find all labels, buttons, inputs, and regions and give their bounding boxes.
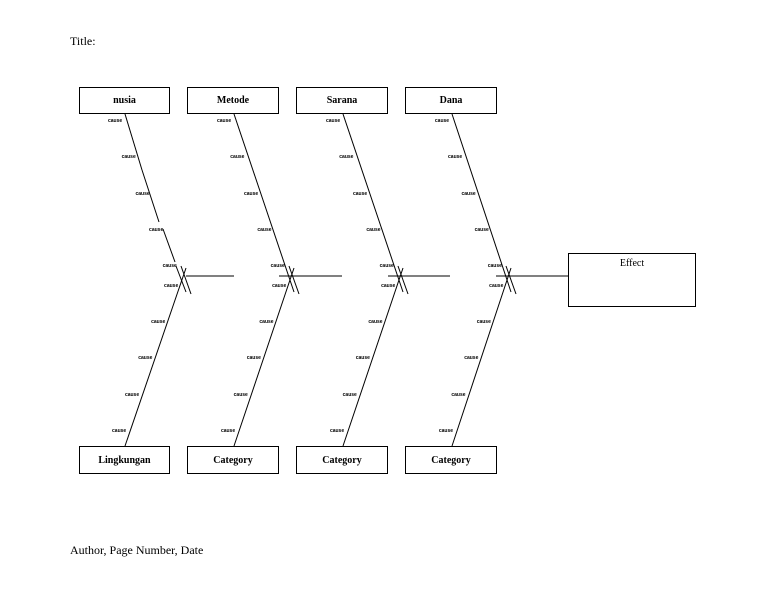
cause-label: cause bbox=[353, 191, 367, 197]
cause-label: cause bbox=[136, 191, 150, 197]
cause-label: cause bbox=[435, 118, 449, 124]
category-box-top-4: Dana bbox=[405, 87, 497, 114]
category-box-bottom-3: Category bbox=[296, 446, 388, 474]
cause-label: cause bbox=[217, 118, 231, 124]
category-box-top-1: nusia bbox=[79, 87, 170, 114]
category-label: Dana bbox=[439, 95, 463, 106]
cause-bone-top bbox=[451, 113, 512, 293]
category-label: Category bbox=[213, 454, 253, 466]
cause-label: cause bbox=[330, 428, 344, 434]
category-box-bottom-4: Category bbox=[405, 446, 497, 474]
cause-label: cause bbox=[272, 283, 286, 289]
cause-bone-top bbox=[124, 113, 143, 171]
cause-label: cause bbox=[381, 283, 395, 289]
cause-label: cause bbox=[151, 319, 165, 325]
cause-bone-top bbox=[141, 169, 160, 223]
cause-label: cause bbox=[244, 191, 258, 197]
cause-label: cause bbox=[439, 428, 453, 434]
cause-label: cause bbox=[356, 355, 370, 361]
cause-label: cause bbox=[230, 154, 244, 160]
cause-label: cause bbox=[234, 392, 248, 398]
cause-bone-top bbox=[342, 113, 404, 293]
cause-label: cause bbox=[138, 355, 152, 361]
cause-label: cause bbox=[257, 227, 271, 233]
cause-label: cause bbox=[368, 319, 382, 325]
cause-bone-top bbox=[233, 113, 295, 293]
effect-label: Effect bbox=[619, 258, 645, 269]
category-label: Lingkungan bbox=[98, 454, 151, 466]
cause-bone-bottom bbox=[451, 267, 512, 447]
cause-label: cause bbox=[475, 227, 489, 233]
cause-label: cause bbox=[221, 428, 235, 434]
category-box-bottom-2: Category bbox=[187, 446, 279, 474]
cause-label: cause bbox=[259, 319, 273, 325]
category-box-top-2: Metode bbox=[187, 87, 279, 114]
category-label: Category bbox=[322, 454, 362, 466]
cause-label: cause bbox=[122, 154, 136, 160]
cause-bone-bottom bbox=[233, 267, 295, 447]
cause-label: cause bbox=[366, 227, 380, 233]
cause-label: cause bbox=[462, 191, 476, 197]
cause-label: cause bbox=[108, 118, 122, 124]
cause-label: cause bbox=[477, 319, 491, 325]
cause-label: cause bbox=[488, 263, 502, 269]
category-label: Metode bbox=[216, 95, 250, 106]
effect-box: Effect bbox=[568, 253, 696, 307]
cause-label: cause bbox=[247, 355, 261, 361]
junction-mark bbox=[397, 265, 409, 295]
cause-label: cause bbox=[339, 154, 353, 160]
cause-label: cause bbox=[464, 355, 478, 361]
cause-label: cause bbox=[489, 283, 503, 289]
page-title: Title: bbox=[70, 34, 96, 48]
category-box-top-3: Sarana bbox=[296, 87, 388, 114]
category-label: Category bbox=[431, 454, 471, 466]
cause-label: cause bbox=[164, 283, 178, 289]
category-label: nusia bbox=[113, 95, 136, 106]
junction-mark bbox=[288, 265, 300, 295]
footer-text: Author, Page Number, Date bbox=[70, 543, 204, 557]
junction-mark bbox=[505, 265, 517, 295]
junction-mark bbox=[180, 265, 192, 295]
cause-bone-top bbox=[175, 265, 187, 293]
category-box-bottom-1: Lingkungan bbox=[79, 446, 170, 474]
cause-bone-top bbox=[162, 228, 176, 263]
category-label: Sarana bbox=[326, 95, 358, 106]
cause-bone-bottom bbox=[124, 267, 187, 447]
cause-bone-bottom bbox=[342, 267, 404, 447]
cause-label: cause bbox=[125, 392, 139, 398]
cause-label: cause bbox=[271, 263, 285, 269]
cause-label: cause bbox=[380, 263, 394, 269]
cause-label: cause bbox=[326, 118, 340, 124]
cause-label: cause bbox=[163, 263, 177, 269]
cause-label: cause bbox=[112, 428, 126, 434]
cause-label: cause bbox=[149, 227, 163, 233]
cause-label: cause bbox=[448, 154, 462, 160]
cause-label: cause bbox=[451, 392, 465, 398]
cause-label: cause bbox=[343, 392, 357, 398]
